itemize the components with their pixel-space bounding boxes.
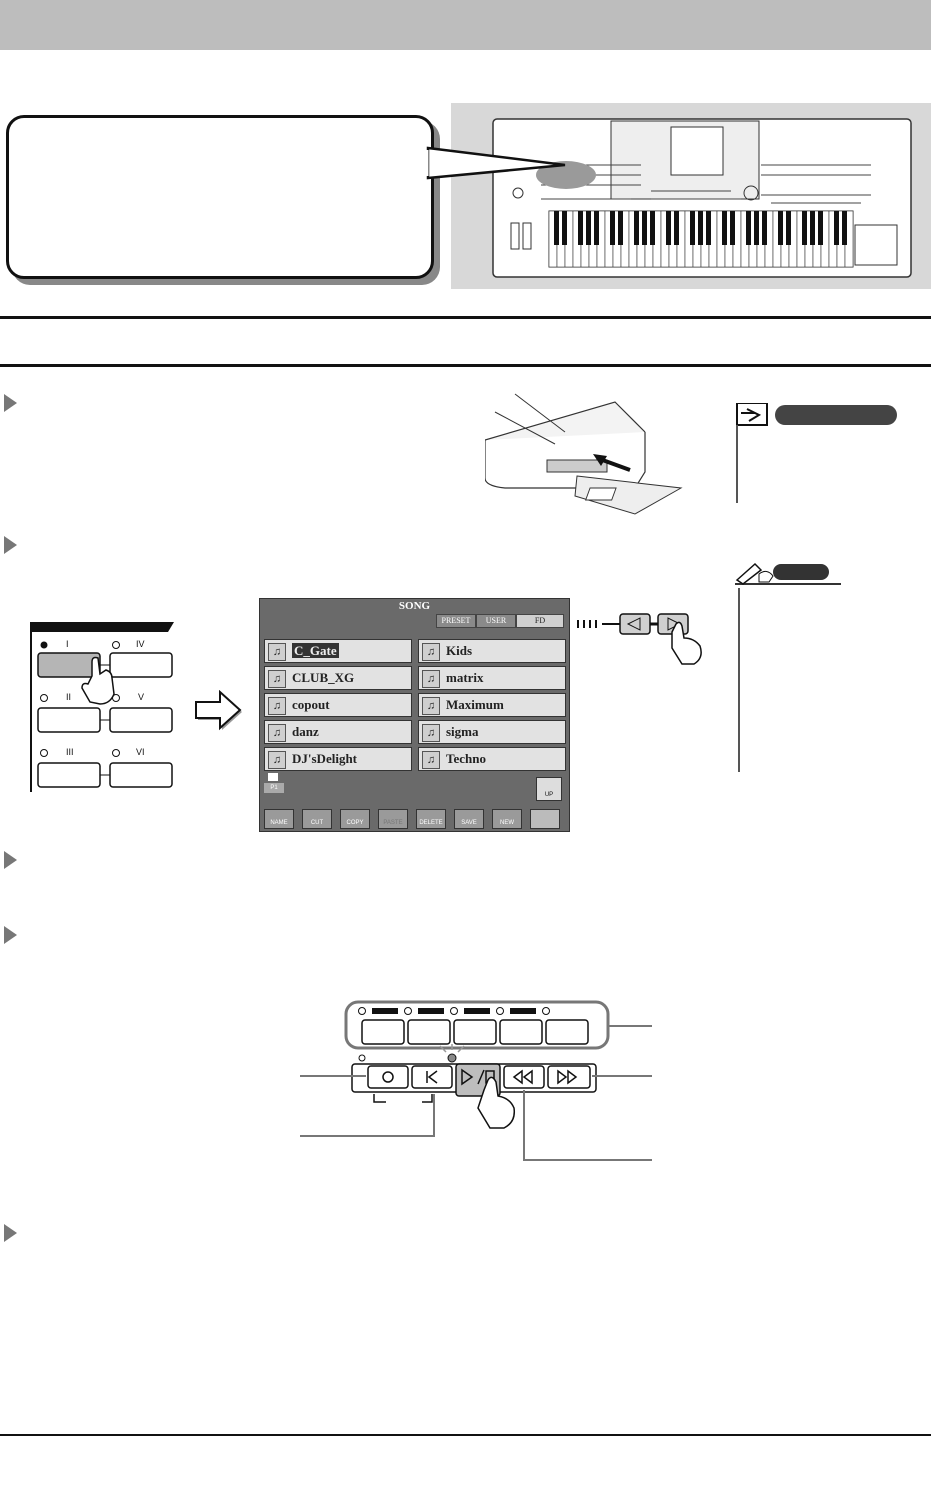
button-label-IV: IV: [136, 639, 145, 649]
hand-pointer-icon: [671, 621, 702, 665]
hand-pointer-icon: [81, 656, 115, 705]
step-marker-5: [4, 1224, 17, 1242]
section-rule-top: [0, 316, 931, 319]
song-select-panel: I IV II V III VI: [30, 622, 174, 792]
song-item[interactable]: ♫Techno: [418, 747, 566, 771]
step-marker-3: [4, 851, 17, 869]
song-item[interactable]: ♫matrix: [418, 666, 566, 690]
function-button-extra[interactable]: [530, 809, 560, 829]
function-button-new[interactable]: NEW: [492, 809, 522, 829]
keyboard-illustration: [492, 118, 912, 278]
hand-pointer-icon: [477, 1076, 516, 1129]
footer-rule: [0, 1434, 931, 1436]
button-label-III: III: [66, 747, 74, 757]
music-note-icon: ♫: [268, 751, 286, 769]
function-button-delete[interactable]: DELETE: [416, 809, 446, 829]
keyboard-panel: [451, 103, 931, 289]
button-label-II: II: [66, 692, 72, 702]
step-marker-2: [4, 536, 17, 554]
page-tab[interactable]: P1: [264, 783, 284, 793]
music-note-icon: ♫: [268, 697, 286, 715]
up-button[interactable]: UP: [536, 777, 562, 801]
function-button-save[interactable]: SAVE: [454, 809, 484, 829]
music-note-icon: ♫: [422, 751, 440, 769]
music-note-icon: ♫: [422, 724, 440, 742]
song-item[interactable]: ♫Kids: [418, 639, 566, 663]
music-note-icon: ♫: [422, 643, 440, 661]
song-item[interactable]: ♫sigma: [418, 720, 566, 744]
song-item[interactable]: ♫Maximum: [418, 693, 566, 717]
highlight-ellipse: [536, 161, 596, 189]
fast-forward-button: [547, 1065, 591, 1089]
song-item[interactable]: ♫C_Gate: [264, 639, 412, 663]
floppy-insert-illustration: [485, 393, 683, 515]
note-pencil-icon: [735, 562, 841, 772]
button-label-I: I: [66, 639, 69, 649]
tab-user[interactable]: USER: [476, 614, 516, 628]
right-arrow-icon: [195, 690, 242, 731]
music-note-icon: ♫: [422, 697, 440, 715]
function-button-name[interactable]: NAME: [264, 809, 294, 829]
song-item[interactable]: ♫CLUB_XG: [264, 666, 412, 690]
function-button-paste[interactable]: PASTE: [378, 809, 408, 829]
song-lcd-screen: SONG PRESET USER FD ♫C_Gate ♫CLUB_XG ♫co…: [259, 598, 570, 832]
music-note-icon: ♫: [268, 724, 286, 742]
callout-box: [6, 115, 434, 279]
tab-fd[interactable]: FD: [516, 614, 564, 628]
section-rule-bottom: [0, 364, 931, 367]
button-label-VI: VI: [136, 747, 145, 757]
rec-button: [367, 1065, 409, 1089]
song-item[interactable]: ♫danz: [264, 720, 412, 744]
header-bar: [0, 0, 931, 50]
lcd-title: SONG: [398, 600, 431, 612]
page-left-button: [619, 613, 651, 635]
tab-preset[interactable]: PRESET: [436, 614, 476, 628]
folder-icon: [268, 773, 278, 781]
song-control-panel: [300, 1000, 652, 1161]
step-marker-4: [4, 926, 17, 944]
music-note-icon: ♫: [268, 643, 286, 661]
song-select-panel-frame: [30, 622, 174, 792]
music-note-icon: ♫: [268, 670, 286, 688]
function-button-copy[interactable]: COPY: [340, 809, 370, 829]
reference-icon: [736, 403, 897, 503]
step-marker-1: [4, 394, 17, 412]
song-item[interactable]: ♫copout: [264, 693, 412, 717]
music-note-icon: ♫: [422, 670, 440, 688]
top-button: [411, 1065, 453, 1089]
page-buttons: [577, 613, 702, 665]
function-button-cut[interactable]: CUT: [302, 809, 332, 829]
button-label-V: V: [138, 692, 145, 702]
song-item[interactable]: ♫DJ'sDelight: [264, 747, 412, 771]
